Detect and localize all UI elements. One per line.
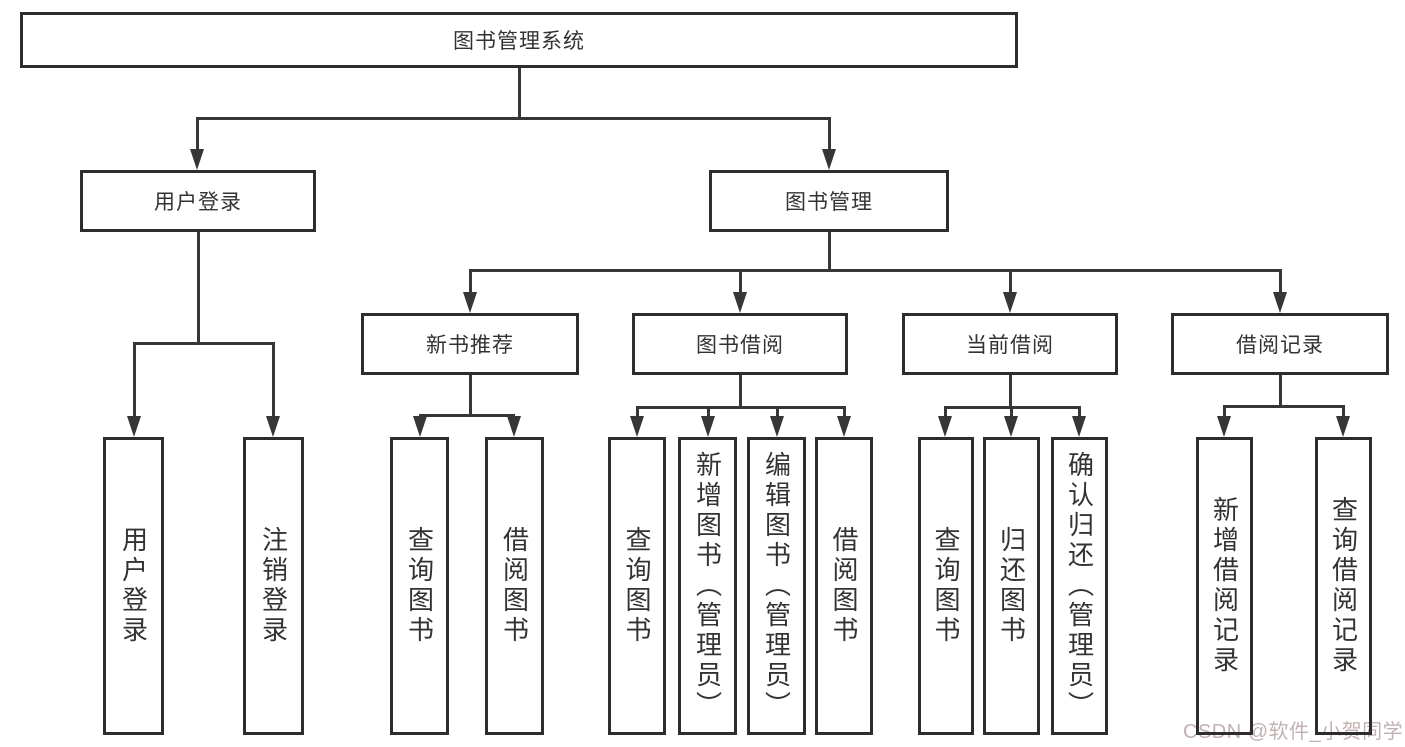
user-login-branch-bar (133, 342, 274, 345)
leaf-borrow-books-recommend: 借阅图书 (485, 437, 544, 735)
leaf-user-login-arrow-down-icon (127, 416, 141, 437)
leaf-add-book-arrow-stem (707, 406, 710, 418)
leaf-query-borrow-record-arrow-stem (1342, 405, 1345, 418)
book-management-branch-bar (469, 269, 1281, 272)
leaf-add-borrow-record-label: 新增借阅记录 (1209, 496, 1240, 676)
leaf-user-login: 用户登录 (103, 437, 164, 735)
user-login-branch-stem (197, 230, 200, 343)
leaf-confirm-return-arrow-stem (1078, 406, 1081, 418)
node-book-management: 图书管理 (709, 170, 949, 232)
new-book-recommend-arrow-stem (469, 269, 472, 294)
node-root: 图书管理系统 (20, 12, 1018, 68)
borrowing-records-branch-stem (1279, 372, 1282, 407)
borrowing-records-branch-bar (1223, 405, 1344, 408)
leaf-query-books-borrowing-arrow-down-icon (630, 416, 644, 437)
current-borrowing-branch-stem (1009, 372, 1012, 408)
borrowing-records-arrow-stem (1279, 269, 1282, 294)
leaf-query-books-current-label: 查询图书 (931, 526, 961, 646)
leaf-return-books-arrow-down-icon (1004, 416, 1018, 437)
leaf-logout-label: 注销登录 (258, 526, 289, 646)
root-connector-bar (196, 117, 830, 120)
leaf-add-book-arrow-down-icon (701, 416, 715, 437)
leaf-return-books-arrow-stem (1010, 406, 1013, 418)
user-login-arrow-down-icon (190, 149, 204, 170)
leaf-edit-book-arrow-stem (776, 406, 779, 418)
leaf-logout: 注销登录 (243, 437, 304, 735)
book-borrowing-branch-stem (739, 372, 742, 408)
borrowing-records-arrow-down-icon (1273, 292, 1287, 313)
leaf-query-borrow-record: 查询借阅记录 (1315, 437, 1372, 735)
leaf-borrow-books-recommend-label: 借阅图书 (499, 526, 530, 646)
csdn-watermark: CSDN @软件_小贺同学 (1183, 721, 1404, 743)
leaf-query-books-borrowing-label: 查询图书 (622, 526, 652, 646)
leaf-query-books-borrowing-arrow-stem (636, 406, 639, 418)
leaf-query-borrow-record-arrow-down-icon (1336, 416, 1350, 437)
leaf-return-books: 归还图书 (983, 437, 1040, 735)
node-book-borrowing: 图书借阅 (632, 313, 848, 375)
current-borrowing-arrow-down-icon (1003, 292, 1017, 313)
leaf-add-borrow-record: 新增借阅记录 (1196, 437, 1253, 735)
leaf-return-books-label: 归还图书 (996, 526, 1027, 646)
book-management-arrow-stem (828, 117, 831, 151)
user-login-arrow-stem (196, 117, 199, 151)
root-connector-stem (518, 66, 521, 119)
leaf-borrow-books-borrowing-label: 借阅图书 (829, 526, 859, 646)
leaf-query-books-recommend: 查询图书 (390, 437, 449, 735)
leaf-edit-book-admin: 编辑图书（管理员） (747, 437, 806, 735)
leaf-edit-book-arrow-down-icon (770, 416, 784, 437)
node-new-book-recommend: 新书推荐 (361, 313, 579, 375)
leaf-add-book-admin-label: 新增图书（管理员） (692, 451, 723, 721)
book-borrowing-arrow-stem (739, 269, 742, 294)
book-management-arrow-down-icon (822, 149, 836, 170)
leaf-borrow-books-borrowing-arrow-stem (843, 406, 846, 418)
leaf-query-books-current: 查询图书 (918, 437, 974, 735)
book-borrowing-branch-bar (636, 406, 844, 409)
leaf-query-books-current-arrow-stem (944, 406, 947, 418)
leaf-borrow-books-recommend-arrow-down-icon (507, 416, 521, 437)
leaf-confirm-return-arrow-down-icon (1072, 416, 1086, 437)
leaf-logout-arrow-down-icon (266, 416, 280, 437)
book-borrowing-arrow-down-icon (733, 292, 747, 313)
node-current-borrowing: 当前借阅 (902, 313, 1118, 375)
node-user-login: 用户登录 (80, 170, 316, 232)
leaf-query-books-recommend-arrow-down-icon (413, 416, 427, 437)
leaf-logout-arrow-stem (272, 342, 275, 418)
leaf-confirm-return-admin: 确认归还（管理员） (1051, 437, 1108, 735)
new-book-recommend-branch-stem (469, 372, 472, 416)
leaf-query-borrow-record-label: 查询借阅记录 (1328, 496, 1359, 676)
leaf-user-login-label: 用户登录 (118, 526, 149, 646)
book-management-branch-stem (828, 230, 831, 271)
leaf-borrow-books-borrowing-arrow-down-icon (837, 416, 851, 437)
leaf-borrow-books-borrowing: 借阅图书 (815, 437, 873, 735)
leaf-confirm-return-admin-label: 确认归还（管理员） (1064, 451, 1095, 721)
leaf-edit-book-admin-label: 编辑图书（管理员） (761, 451, 792, 721)
leaf-add-book-admin: 新增图书（管理员） (678, 437, 737, 735)
leaf-query-books-borrowing: 查询图书 (608, 437, 666, 735)
new-book-recommend-arrow-down-icon (463, 292, 477, 313)
leaf-add-borrow-record-arrow-stem (1223, 405, 1226, 418)
node-borrowing-records: 借阅记录 (1171, 313, 1389, 375)
leaf-add-borrow-record-arrow-down-icon (1217, 416, 1231, 437)
leaf-user-login-arrow-stem (133, 342, 136, 418)
current-borrowing-arrow-stem (1009, 269, 1012, 294)
leaf-query-books-current-arrow-down-icon (938, 416, 952, 437)
new-book-recommend-branch-bar (419, 414, 515, 417)
leaf-query-books-recommend-label: 查询图书 (404, 526, 435, 646)
